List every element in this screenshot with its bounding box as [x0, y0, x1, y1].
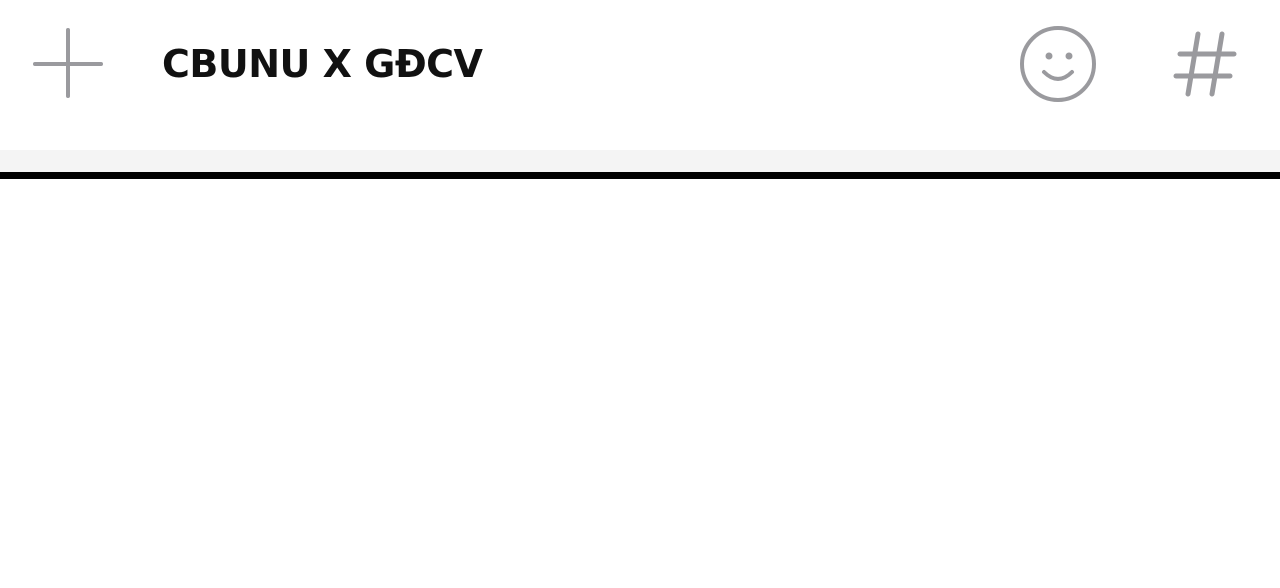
- smiley-icon: [1020, 26, 1096, 102]
- hashtag-button[interactable]: [1168, 24, 1244, 104]
- compose-toolbar: CBUNU X GĐCV: [0, 0, 1280, 150]
- emoji-button[interactable]: [1014, 22, 1102, 106]
- hashtag-icon: [1173, 31, 1237, 97]
- message-input[interactable]: CBUNU X GĐCV: [162, 42, 483, 86]
- content-area: [0, 179, 1280, 588]
- add-button[interactable]: [28, 24, 108, 104]
- divider-line: [0, 172, 1280, 179]
- plus-icon: [33, 28, 103, 98]
- toolbar-strip: [0, 150, 1280, 172]
